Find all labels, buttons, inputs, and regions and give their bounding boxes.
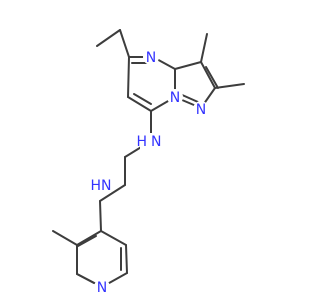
atom-n-pyrazole: N <box>196 102 206 118</box>
atom-n-lower: N <box>101 178 111 194</box>
bond <box>127 96 152 112</box>
atom-label-bg <box>167 89 183 105</box>
bond <box>127 56 130 98</box>
atom-n-upper: N <box>151 134 161 150</box>
bond <box>174 61 202 70</box>
atom-n-bridgehead: N <box>170 90 180 106</box>
atom-n-pyridine: N <box>97 280 107 296</box>
bond <box>99 184 126 202</box>
atom-labels: N N N H N H N N <box>90 49 209 296</box>
bond <box>200 61 216 89</box>
bond <box>133 93 152 105</box>
ethyl-group <box>96 29 130 58</box>
bond <box>99 200 102 232</box>
bond <box>76 230 102 246</box>
bond <box>52 230 78 246</box>
bond <box>179 93 199 103</box>
bond <box>96 29 121 47</box>
atom-label-bg <box>94 279 110 295</box>
pyridine-ring <box>52 200 128 288</box>
atom-label-bg <box>143 49 159 65</box>
atom-label-bg <box>140 133 161 149</box>
bond <box>100 230 127 246</box>
bond <box>214 83 245 89</box>
atom-h-upper: H <box>136 134 147 150</box>
bond <box>125 244 128 274</box>
bond <box>205 66 219 89</box>
bond <box>76 273 95 284</box>
bond <box>119 29 130 58</box>
atom-n-pyrimidine: N <box>146 50 156 66</box>
atom-label-bg <box>90 177 111 193</box>
bond <box>200 33 208 63</box>
methyl-groups <box>200 33 245 89</box>
atom-h-lower: H <box>90 178 101 194</box>
atom-label-bg <box>193 101 209 117</box>
bond <box>77 235 97 247</box>
molecule-diagram: N N N H N H N N <box>52 29 245 296</box>
